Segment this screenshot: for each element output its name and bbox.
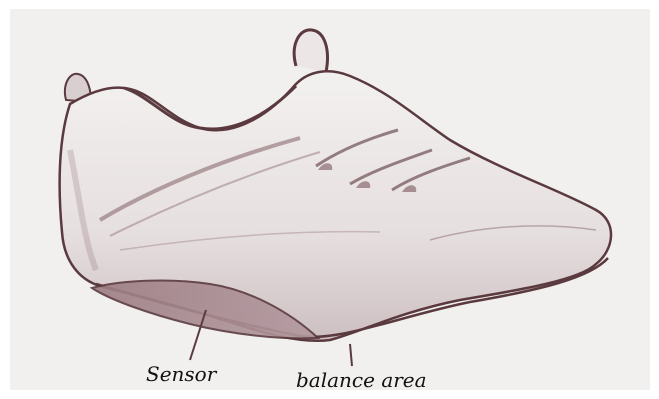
tongue-loop xyxy=(294,30,327,72)
balance-area-label: balance area xyxy=(296,370,427,390)
balance-leader-line xyxy=(350,344,352,366)
sensor-label: Sensor xyxy=(146,364,216,384)
